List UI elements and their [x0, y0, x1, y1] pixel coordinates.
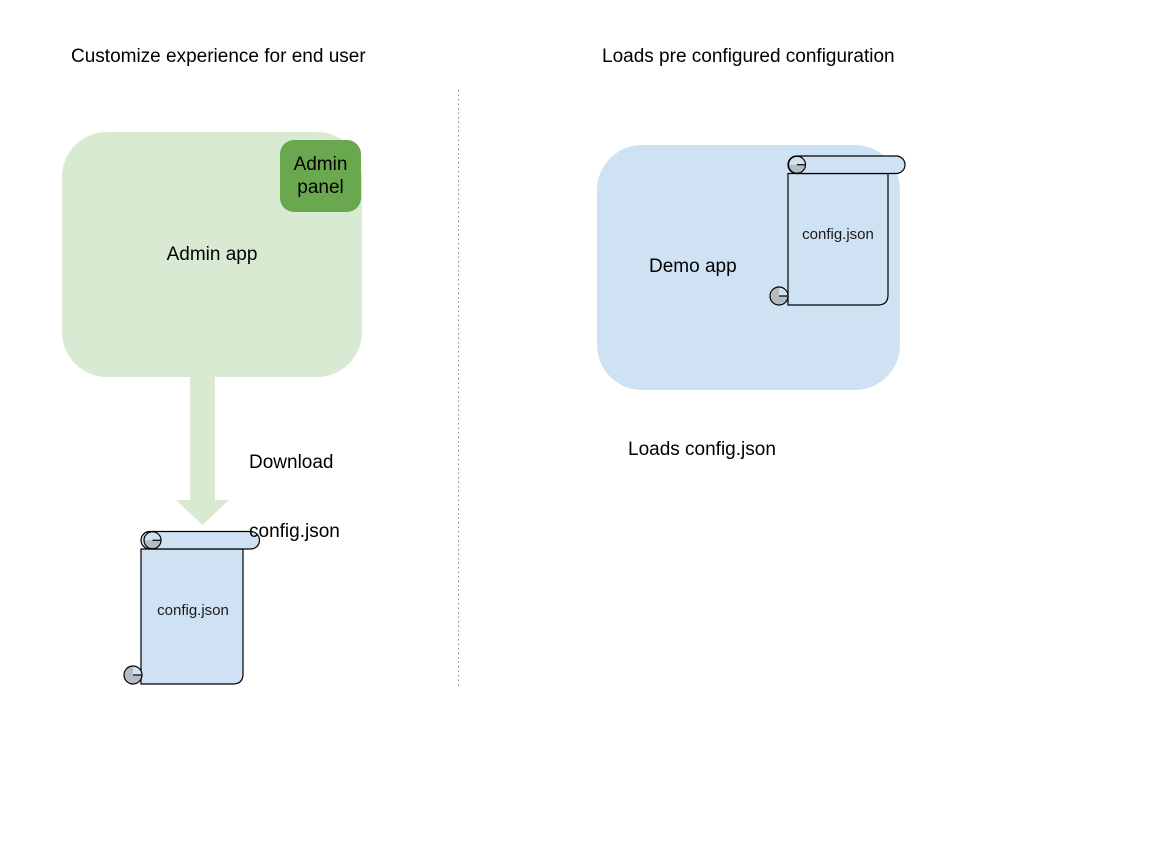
demo-app-box	[597, 145, 900, 390]
admin-panel-label-line1: Admin	[293, 154, 348, 175]
demo-app-label: Demo app	[649, 256, 737, 277]
vertical-dotted-divider	[458, 90, 459, 687]
download-caption-line1: Download	[249, 452, 334, 473]
download-caption-line2: config.json	[249, 521, 340, 542]
config-json-label-left: config.json	[157, 602, 229, 619]
left-section-title: Customize experience for end user	[71, 46, 366, 67]
down-arrow-icon	[176, 377, 229, 525]
admin-panel-box: Admin panel	[280, 140, 361, 212]
admin-panel-label-line2: panel	[297, 177, 344, 198]
loads-config-caption: Loads config.json	[628, 439, 776, 460]
config-json-label-right: config.json	[802, 226, 874, 243]
admin-app-label: Admin app	[166, 243, 258, 265]
download-caption: Download config.json	[249, 405, 340, 589]
right-section-title: Loads pre configured configuration	[602, 46, 895, 67]
